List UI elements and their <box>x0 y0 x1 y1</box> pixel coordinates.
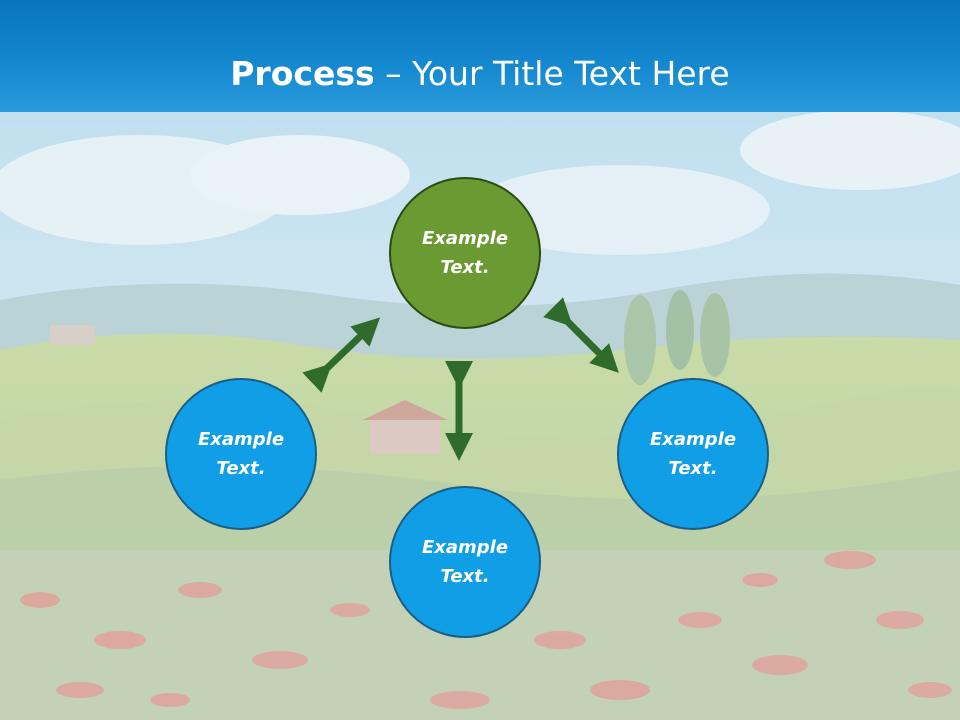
title-bar <box>0 0 960 112</box>
title-rest-text: – Your Title Text Here <box>374 54 730 93</box>
node-text-line2: Text. <box>440 257 490 278</box>
process-node-right[interactable]: Example Text. <box>617 378 769 530</box>
node-text-line1: Example <box>649 429 737 450</box>
slide-title[interactable]: Process – Your Title Text Here <box>0 52 960 96</box>
arrow-top-right <box>543 297 619 373</box>
node-text-line2: Text. <box>216 458 266 479</box>
title-bold-text: Process <box>230 54 375 93</box>
process-node-top[interactable]: Example Text. <box>389 177 541 329</box>
node-text-line1: Example <box>421 537 509 558</box>
node-text-line1: Example <box>421 228 509 249</box>
node-text-line2: Text. <box>668 458 718 479</box>
node-text-line1: Example <box>197 429 285 450</box>
process-node-bottom[interactable]: Example Text. <box>389 486 541 638</box>
process-node-left[interactable]: Example Text. <box>165 378 317 530</box>
arrow-left-top <box>302 317 381 393</box>
node-text-line2: Text. <box>440 566 490 587</box>
